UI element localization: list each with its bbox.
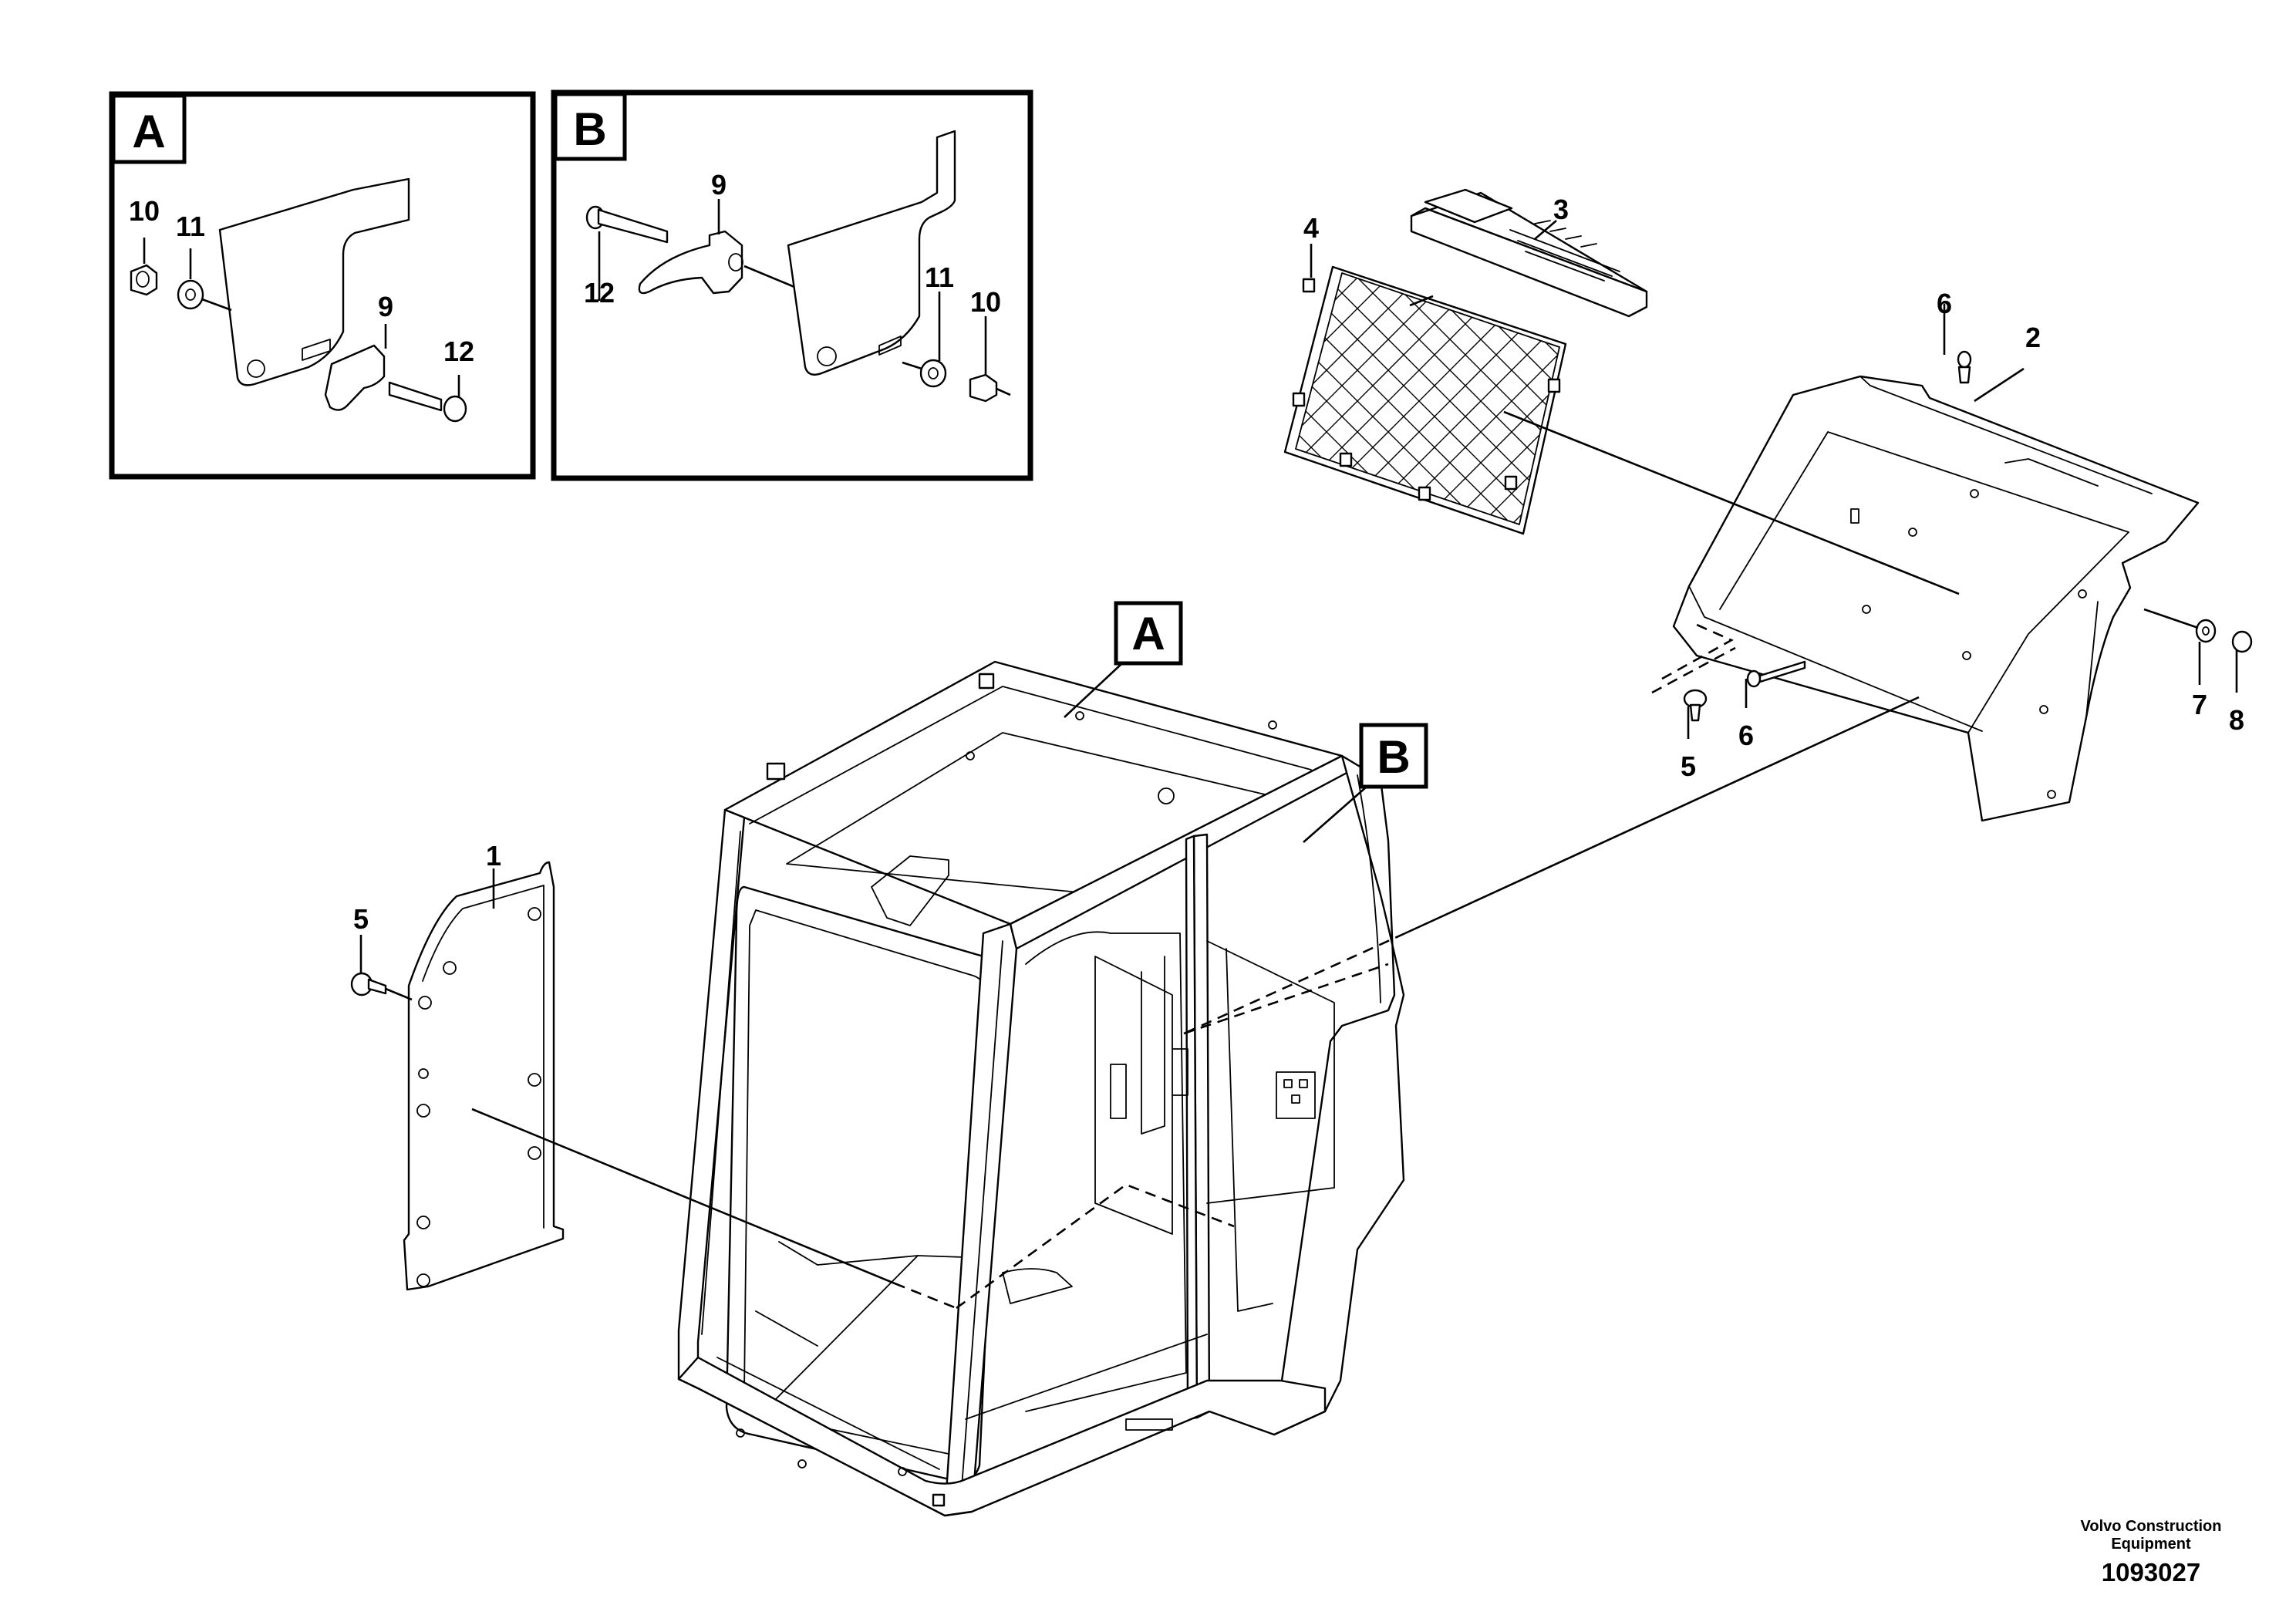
side-panel <box>350 861 565 1291</box>
footer-company: Volvo Construction Equipment <box>2080 1518 2222 1553</box>
callout-2: 2 <box>2025 322 2041 353</box>
cab-frame <box>677 660 1405 1517</box>
callout-6-top: 6 <box>1937 288 1952 319</box>
nut-10-b <box>969 373 998 403</box>
knob-9-a <box>324 344 386 411</box>
callout-6-bottom: 6 <box>1738 720 1754 751</box>
assembly-lines <box>471 295 1960 1310</box>
callout-5-shelf: 5 <box>1681 750 1696 782</box>
bolt-12-a-head <box>443 395 467 423</box>
callout-7: 7 <box>2192 689 2207 720</box>
detail-view-b: B 9 12 11 10 <box>551 89 1033 481</box>
grille-mesh <box>1283 265 1567 535</box>
shelf-panel <box>1672 375 2200 822</box>
svg-text:A: A <box>1131 608 1165 659</box>
callout-10-a: 10 <box>129 195 160 227</box>
detail-view-b-label: B <box>573 103 606 155</box>
callout-12-b: 12 <box>584 277 615 309</box>
svg-text:B: B <box>1377 731 1410 783</box>
knob-9-b <box>638 230 743 295</box>
callout-9-b: 9 <box>711 169 727 201</box>
callout-leaders <box>359 220 2238 973</box>
shelf-fasteners <box>1683 350 2253 722</box>
callout-9-a: 9 <box>378 291 393 322</box>
callout-11-a: 11 <box>176 211 205 242</box>
storage-insert <box>1410 188 1648 318</box>
bracket-plate-b <box>787 130 956 376</box>
callout-4: 4 <box>1303 212 1319 244</box>
washer-11-b <box>919 359 947 388</box>
bolt-12-b <box>597 208 669 244</box>
detail-view-a: A 10 11 9 12 <box>109 91 536 480</box>
bolt-12-a <box>388 381 443 412</box>
callout-1: 1 <box>486 840 501 872</box>
nut-10-a <box>130 264 158 296</box>
view-tag-b: B <box>1303 723 1428 843</box>
callout-5-side: 5 <box>353 903 369 935</box>
callout-10-b: 10 <box>970 286 1001 318</box>
washer-7 <box>2195 619 2217 643</box>
bracket-plate-a <box>218 177 410 386</box>
screw-8 <box>2231 630 2253 653</box>
washer-11-a <box>177 279 204 310</box>
callout-12-a: 12 <box>443 336 474 367</box>
callout-8: 8 <box>2229 704 2244 736</box>
view-tag-a: A <box>1064 601 1183 718</box>
callout-3: 3 <box>1553 194 1569 225</box>
detail-view-a-label: A <box>132 106 165 157</box>
callout-11-b: 11 <box>925 261 954 293</box>
footer-drawing-number: 1093027 <box>2101 1558 2201 1587</box>
